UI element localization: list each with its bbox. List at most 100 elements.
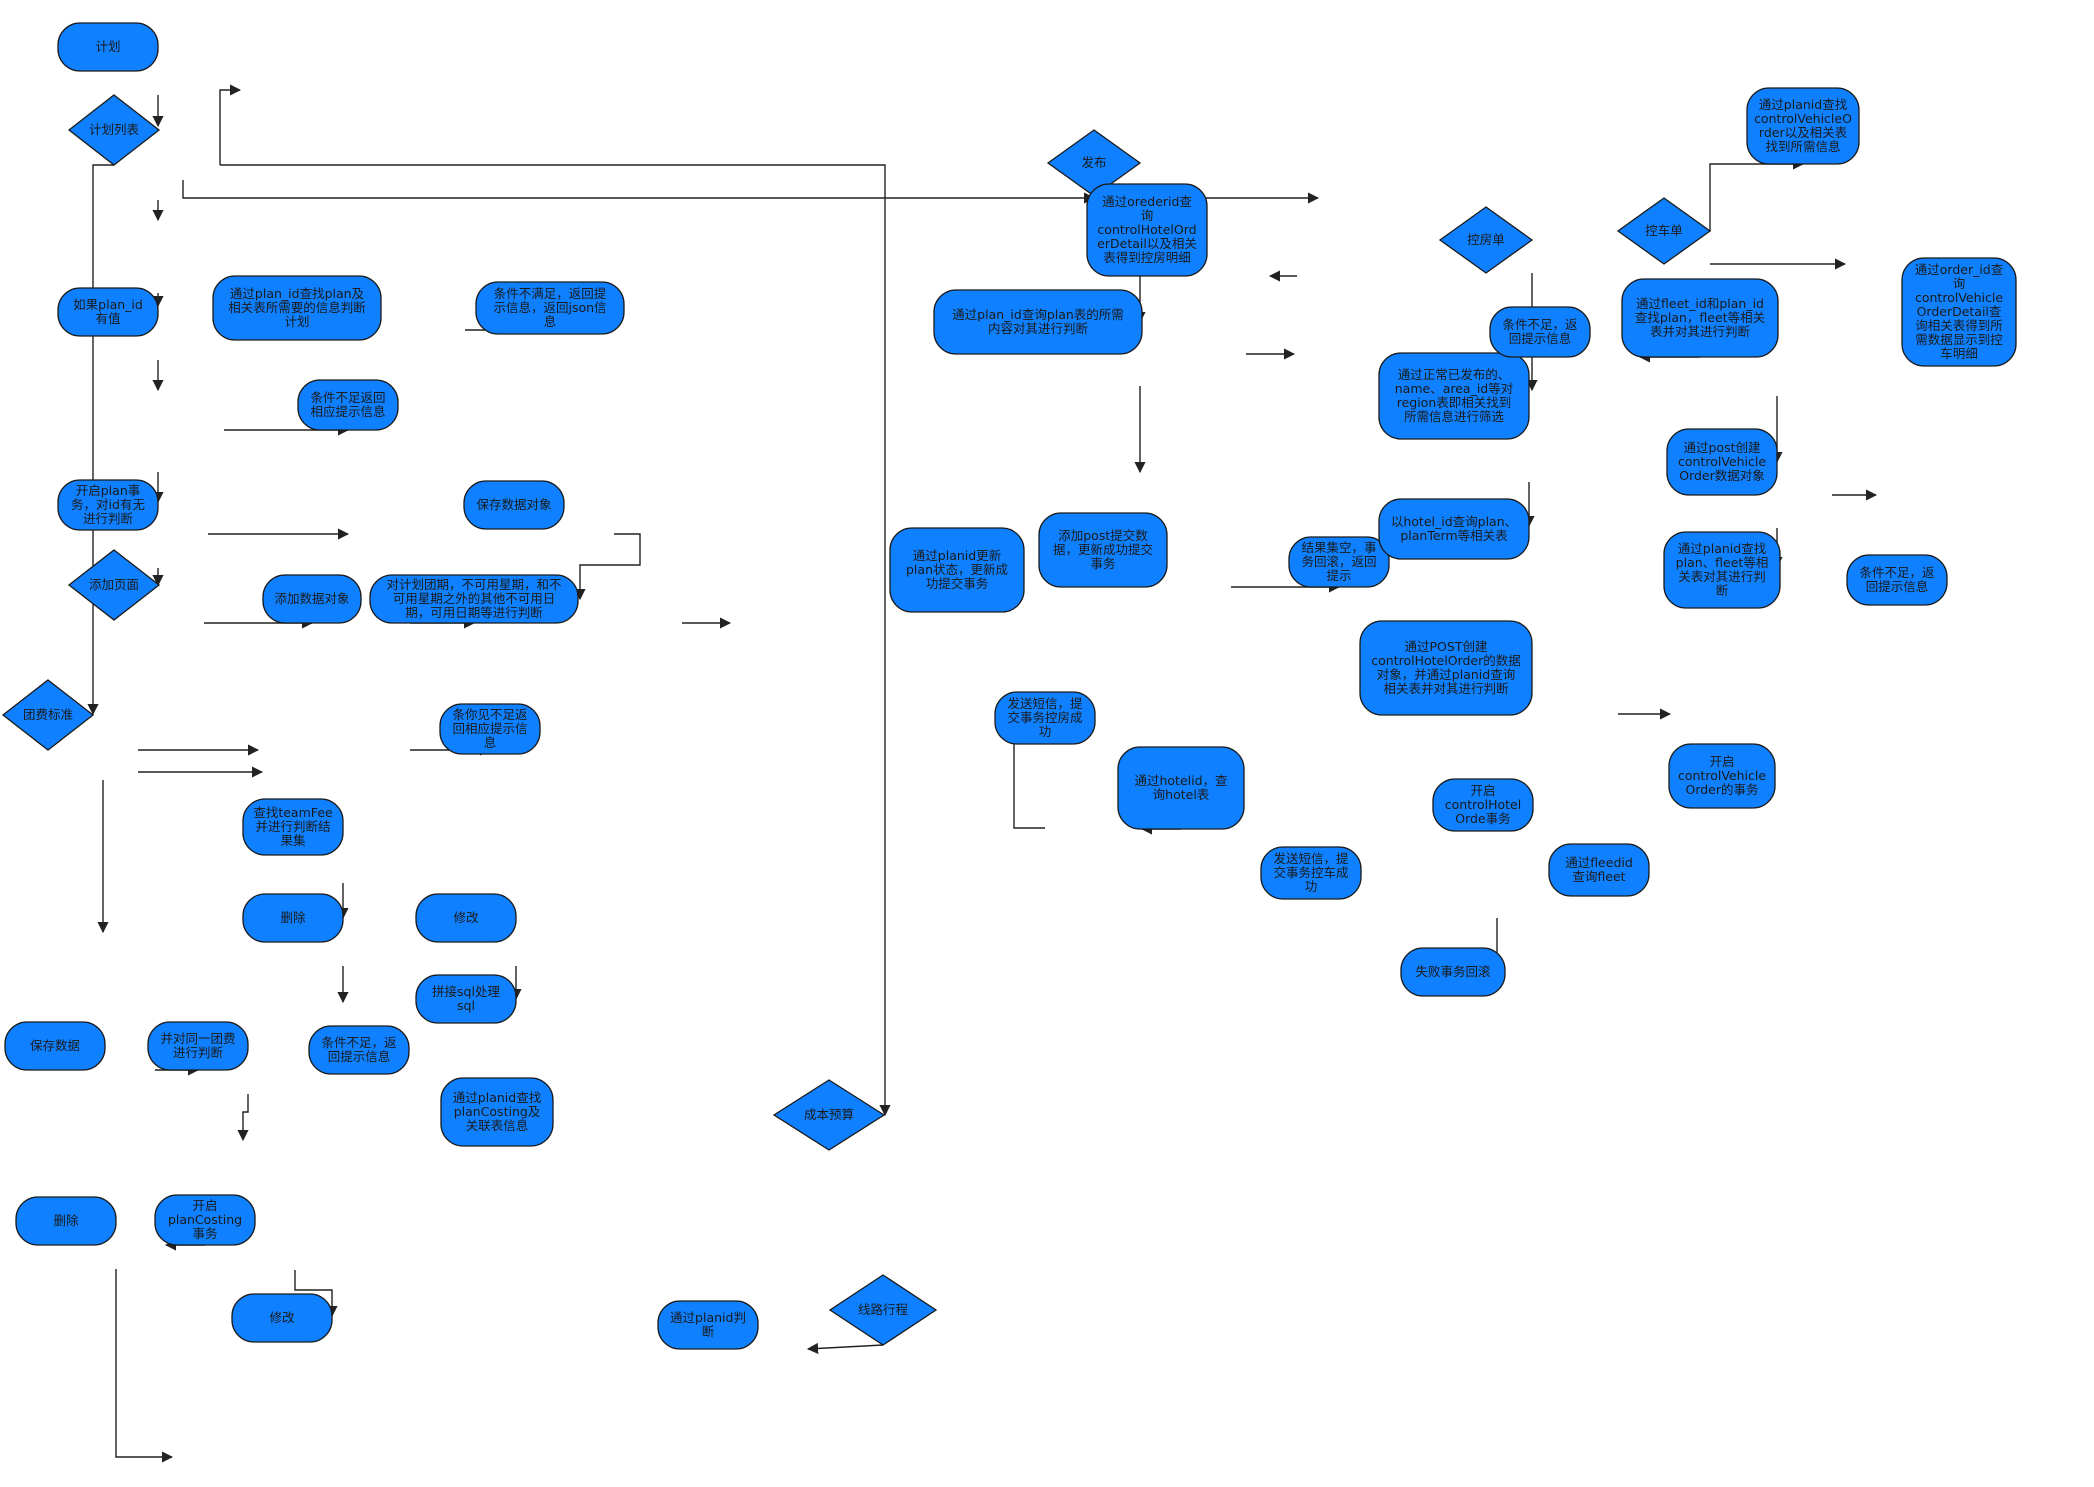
node-label: 息 (484, 735, 497, 750)
node-label: 找到所需信息 (1765, 139, 1840, 154)
node-route-itinerary[interactable]: 线路行程 (828, 1274, 938, 1346)
node-label: 通过planid查找 (1678, 541, 1767, 556)
node-label: controlVehicle (1678, 768, 1766, 783)
node-control-room[interactable]: 控房单 (1438, 206, 1534, 274)
process-box (57, 287, 159, 337)
node-label: 回相应提示信 (452, 721, 527, 736)
node-save-data[interactable]: 保存数据 (4, 1021, 106, 1071)
node-fail-rollback[interactable]: 失败事务回滚 (1400, 947, 1506, 997)
node-label: 条件不足，返 (321, 1035, 396, 1050)
node-query-by-hotel-id[interactable]: 以hotel_id查询plan、planTerm等相关表 (1378, 498, 1530, 560)
node-label: 发布 (1081, 155, 1106, 170)
node-label: 成本预算 (804, 1107, 854, 1122)
node-control-vehicle[interactable]: 控车单 (1616, 197, 1712, 265)
decision-diamond (828, 1274, 938, 1346)
node-add-data-obj[interactable]: 添加数据对象 (262, 574, 362, 624)
decision-diamond (67, 94, 161, 166)
node-label: 控车单 (1645, 223, 1683, 238)
node-label: 息 (544, 314, 557, 329)
node-label: 通过orederid查 (1102, 194, 1192, 209)
node-label: name、area_id等对 (1395, 381, 1513, 396)
node-label: 团费标准 (23, 707, 73, 722)
process-box (1378, 352, 1530, 440)
node-label: 结果集空，事 (1301, 540, 1376, 555)
node-create-hotel-order[interactable]: 通过POST创建controlHotelOrder的数据对象，并通过planid… (1359, 620, 1533, 716)
node-delete-1[interactable]: 删除 (242, 893, 344, 943)
process-box (657, 1300, 759, 1350)
process-box (933, 289, 1143, 355)
process-box (57, 22, 159, 72)
process-box (440, 1077, 554, 1147)
node-label: 添加post提交数 (1058, 528, 1148, 543)
node-delete-2[interactable]: 删除 (15, 1196, 117, 1246)
node-modify-1[interactable]: 修改 (415, 893, 517, 943)
decision-diamond (772, 1079, 886, 1151)
process-box (1117, 746, 1245, 830)
process-box (415, 974, 517, 1024)
node-label: 通过POST创建 (1405, 639, 1488, 654)
process-box (297, 379, 399, 431)
node-label: region表即相关找到 (1397, 395, 1512, 410)
node-label: 进行判断 (83, 511, 133, 526)
node-label: 回提示信息 (328, 1049, 391, 1064)
node-label: 询 (1953, 276, 1966, 291)
node-modify-2[interactable]: 修改 (231, 1293, 333, 1343)
connector-arrow (182, 180, 1096, 204)
node-add-page[interactable]: 添加页面 (67, 549, 161, 621)
node-label: 修改 (453, 910, 479, 925)
node-label: 保存数据 (30, 1038, 80, 1053)
node-label: 示信息，返回json信 (493, 300, 606, 315)
node-label: 通过plan_id查找plan及 (230, 286, 365, 301)
process-box (1288, 536, 1390, 588)
node-label: 查找teamFee (253, 805, 333, 820)
node-filter-published[interactable]: 通过正常已发布的、name、area_id等对region表即相关找到所需信息进… (1378, 352, 1530, 440)
node-plan[interactable]: 计划 (57, 22, 159, 72)
node-team-fee[interactable]: 团费标准 (1, 679, 95, 751)
node-query-vehicle-detail[interactable]: 通过order_id查询controlVehicleOrderDetail查询相… (1901, 257, 2017, 367)
node-query-hotel-detail[interactable]: 通过orederid查询controlHotelOrderDetail以及相关表… (1086, 183, 1208, 277)
node-label: 如果plan_id (73, 297, 143, 312)
node-label: 交事务控车成 (1273, 865, 1348, 880)
node-label: 开启plan事 (76, 483, 141, 498)
decision-diamond (67, 549, 161, 621)
node-plan-list[interactable]: 计划列表 (67, 94, 161, 166)
node-save-data-obj[interactable]: 保存数据对象 (463, 480, 565, 530)
node-label: 通过fleet_id和plan_id (1636, 296, 1764, 311)
node-label: 询hotel表 (1153, 787, 1210, 802)
node-cost-budget[interactable]: 成本预算 (772, 1079, 886, 1151)
node-query-fleet-plan[interactable]: 通过fleet_id和plan_id查找plan，fleet等相关表并对其进行判… (1621, 278, 1779, 358)
node-label: 功 (1039, 724, 1052, 739)
node-publish[interactable]: 发布 (1046, 129, 1142, 197)
